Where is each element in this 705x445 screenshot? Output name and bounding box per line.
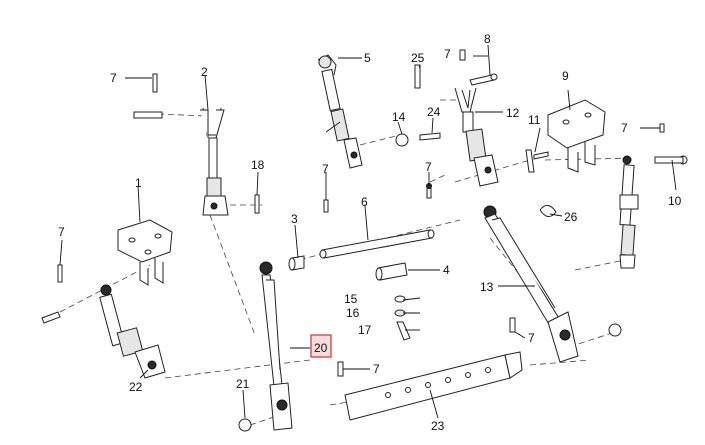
part-20-lower-arm-left <box>259 261 293 431</box>
part-10-lift-link-right <box>619 155 688 269</box>
callout-11: 11 <box>528 113 541 127</box>
part-25-clip <box>414 64 421 89</box>
part-15-washer <box>394 295 406 303</box>
callout-10: 10 <box>668 194 682 208</box>
callout-7a: 7 <box>110 71 117 85</box>
part-12-yoke-link-right <box>454 87 499 187</box>
part-1-bracket-plate <box>117 219 173 286</box>
part-3-bushing <box>288 255 305 271</box>
callout-5: 5 <box>364 51 371 65</box>
leader-lines <box>59 44 677 419</box>
callout-8: 8 <box>484 32 491 46</box>
part-18-pin <box>254 194 260 214</box>
callout-2: 2 <box>201 65 208 79</box>
part-5-top-link <box>317 54 363 169</box>
callout-7d: 7 <box>58 225 65 239</box>
callout-26: 26 <box>564 210 578 224</box>
callout-3: 3 <box>291 212 298 226</box>
callout-15: 15 <box>344 292 358 306</box>
part-end-ball-right <box>608 323 622 337</box>
callout-9: 9 <box>562 69 569 83</box>
callout-7c: 7 <box>425 160 432 174</box>
callout-6: 6 <box>361 195 368 209</box>
part-2-yoke-link <box>200 107 229 216</box>
callout-25: 25 <box>411 51 425 65</box>
callout-22: 22 <box>129 380 143 394</box>
part-23-drawbar <box>344 351 523 421</box>
part-21-ball <box>238 418 252 432</box>
callout-16: 16 <box>346 306 360 320</box>
part-8-pin <box>469 73 498 86</box>
callout-7g: 7 <box>528 331 535 345</box>
callout-21: 21 <box>236 377 250 391</box>
part-11-cross-pin <box>525 149 549 173</box>
callout-4: 4 <box>443 263 450 277</box>
part-13-lower-arm-right <box>483 205 579 363</box>
callout-12: 12 <box>506 106 520 120</box>
callout-labels: 1 2 3 4 5 6 7 7 7 7 7 7 7 7 8 9 10 11 12… <box>58 32 682 433</box>
part-17-bolt <box>396 321 411 341</box>
part-7-linch-pins <box>57 49 665 377</box>
part-22-lift-link-left <box>41 284 166 379</box>
callout-1: 1 <box>135 176 142 190</box>
callout-7h: 7 <box>373 362 380 376</box>
part-4-sleeve <box>375 262 408 281</box>
part-26-spring-clip <box>539 205 557 217</box>
callout-24: 24 <box>427 105 441 119</box>
callout-7e: 7 <box>444 47 451 61</box>
callout-17: 17 <box>358 323 372 337</box>
callout-23: 23 <box>431 419 445 433</box>
part-6-cross-shaft <box>319 229 435 259</box>
callout-13: 13 <box>480 280 494 294</box>
callout-20-highlight <box>310 334 332 358</box>
part-14-ball <box>395 133 409 147</box>
part-24-pin <box>419 132 441 141</box>
callout-14: 14 <box>392 110 406 124</box>
callout-18: 18 <box>251 158 265 172</box>
callout-7b: 7 <box>322 162 329 176</box>
callout-20: 20 <box>314 341 328 355</box>
part-9-bracket-plate <box>547 99 606 173</box>
callout-7f: 7 <box>621 121 628 135</box>
